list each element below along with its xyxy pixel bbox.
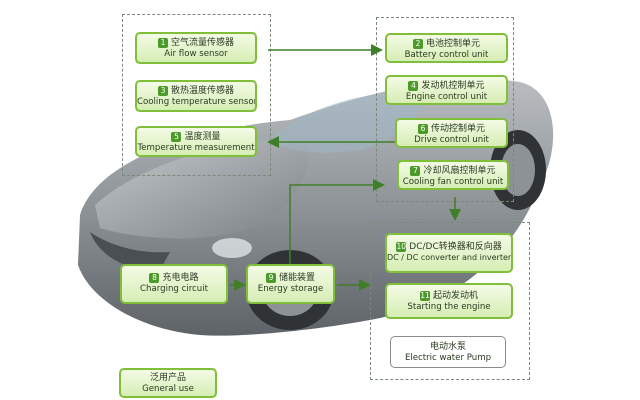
- node-electric-water-pump: 电动水泵 Electric water Pump: [390, 336, 506, 368]
- control-unit-group-frame: [376, 17, 514, 202]
- power-group-frame: [370, 222, 530, 380]
- arrow-storage-to-fan: [289, 179, 385, 265]
- node-general-use: 泛用产品 General use: [119, 368, 217, 398]
- sensor-group-frame: [122, 14, 271, 176]
